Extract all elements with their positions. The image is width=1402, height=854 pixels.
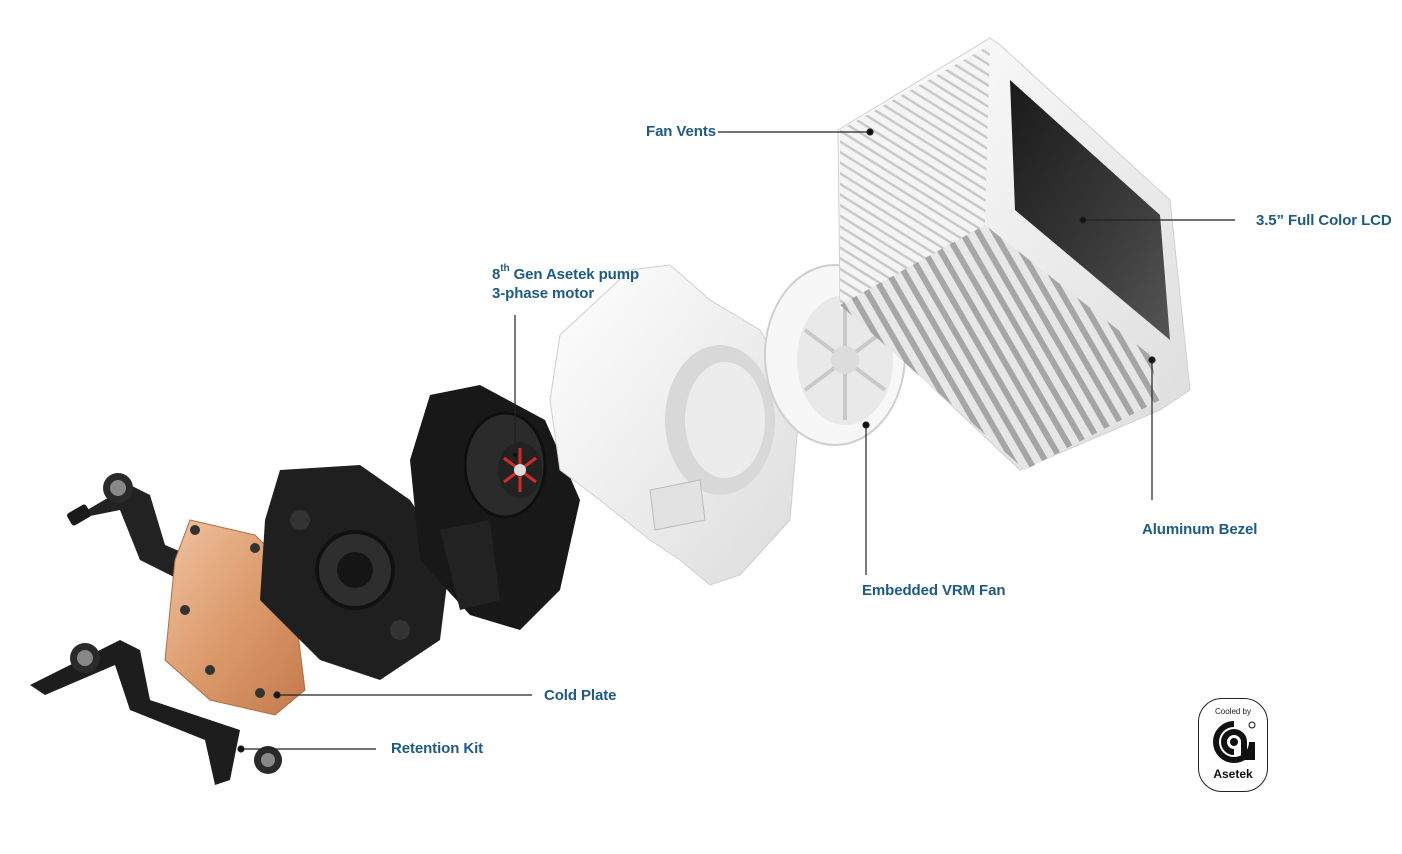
bezel-slots — [840, 225, 1160, 470]
retention-kit-back — [67, 473, 200, 580]
lcd-screen — [1010, 80, 1170, 340]
badge-brand-text: Asetek — [1213, 767, 1253, 781]
pump-gen-number: 8 — [492, 266, 501, 283]
badge-cooled-by-text: Cooled by — [1214, 707, 1252, 716]
pump-gen-suffix: th — [500, 263, 510, 274]
pump-label-line2: 3-phase motor — [492, 284, 595, 302]
cold-plate-label: Cold Plate — [544, 687, 617, 704]
pump-gen-rest: Gen Asetek pump — [509, 266, 640, 283]
pump-shroud-part — [549, 264, 801, 586]
asetek-logo-icon — [1213, 721, 1256, 763]
bezel-label: Aluminum Bezel — [1142, 521, 1258, 538]
lcd-cube-part — [837, 37, 1191, 471]
pump-housing-part — [260, 465, 450, 680]
vrm-fan-label: Embedded VRM Fan — [862, 582, 1006, 599]
fan-vents-label: Fan Vents — [646, 123, 716, 140]
lcd-label: 3.5” Full Color LCD — [1256, 212, 1392, 229]
pump-label-line1: 8th Gen Asetek pump — [492, 263, 640, 285]
pump-motor-part — [410, 385, 580, 630]
retention-kit-front — [30, 640, 282, 785]
leader-lines — [237, 128, 1235, 753]
retention-kit-label: Retention Kit — [391, 740, 484, 757]
pump-label: 8th Gen Asetek pump 3-phase motor — [492, 263, 640, 304]
cooled-by-asetek-badge: Cooled by Asetek — [1198, 698, 1268, 792]
